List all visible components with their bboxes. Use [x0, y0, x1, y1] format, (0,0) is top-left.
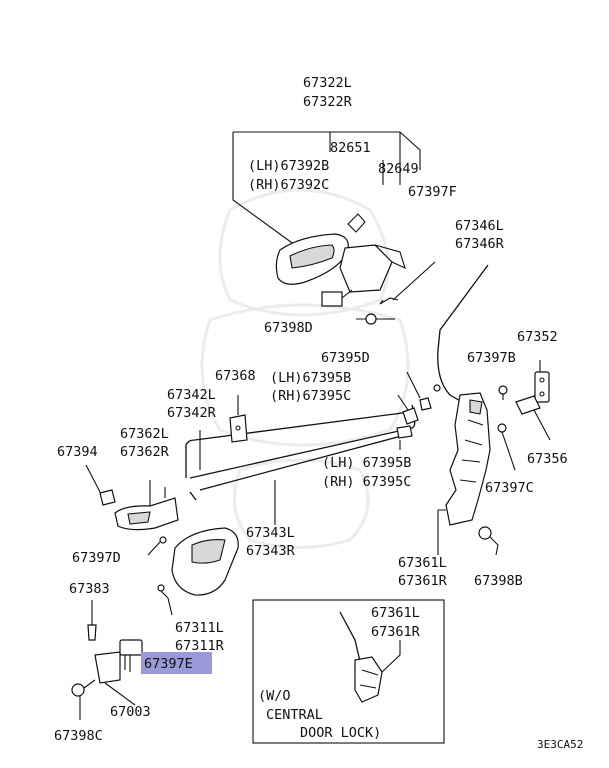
inset-without-central-lock — [252, 599, 445, 744]
label-67398d: 67398D — [264, 320, 313, 336]
label-67397b: 67397B — [467, 350, 516, 366]
label-67397e: 67397E — [144, 656, 193, 672]
label-67003: 67003 — [110, 704, 151, 720]
label-67361l: 67361L — [398, 555, 447, 571]
label-67361r: 67361R — [398, 573, 448, 589]
highlight-67397e — [141, 652, 212, 674]
label-67343r: 67343R — [246, 543, 296, 559]
label-67362l: 67362L — [120, 426, 169, 442]
label-67394: 67394 — [57, 444, 98, 460]
label-67343l: 67343L — [246, 525, 295, 541]
label-67311r: 67311R — [175, 638, 225, 654]
label-note-line3: DOOR LOCK) — [300, 725, 381, 741]
label-inset-67361r: 67361R — [371, 624, 421, 640]
label-67397f: 67397F — [408, 184, 457, 200]
label-inset-67361l: 67361L — [371, 605, 420, 621]
label-lh67395b: (LH)67395B — [270, 370, 351, 386]
label-rh67395c: (RH)67395C — [270, 388, 351, 404]
label-67368: 67368 — [215, 368, 256, 384]
label-67362r: 67362R — [120, 444, 170, 460]
label-67342r: 67342R — [167, 405, 217, 421]
door-lock-actuator — [437, 385, 516, 556]
inside-handle — [147, 527, 239, 616]
part-labels: 67322L 67322R 82651 (LH)67392B (RH)67392… — [54, 75, 583, 751]
label-82651: 82651 — [330, 140, 371, 156]
label-lh67395b-2: (LH) 67395B — [322, 455, 411, 471]
label-note-line1: (W/O — [258, 688, 291, 704]
label-82649: 82649 — [378, 161, 419, 177]
label-67398c: 67398C — [54, 728, 103, 744]
label-67356: 67356 — [527, 451, 568, 467]
label-67398b: 67398B — [474, 573, 523, 589]
outer-handle-group — [232, 131, 436, 325]
label-67395d: 67395D — [321, 350, 370, 366]
inner-handle-remote — [85, 395, 248, 531]
label-67383: 67383 — [69, 581, 110, 597]
diagram-code: 3E3CA52 — [537, 738, 583, 751]
label-67322l: 67322L — [303, 75, 352, 91]
label-rh67392c: (RH)67392C — [248, 177, 329, 193]
label-67352: 67352 — [517, 329, 558, 345]
label-lh67392b: (LH)67392B — [248, 158, 329, 174]
label-note-line2: CENTRAL — [266, 707, 323, 723]
watermark-logo — [200, 188, 410, 549]
label-67311l: 67311L — [175, 620, 224, 636]
rod-clips — [396, 371, 432, 450]
connector — [321, 291, 343, 307]
label-67397c: 67397C — [485, 480, 534, 496]
label-67322r: 67322R — [303, 94, 353, 110]
striker — [515, 360, 551, 441]
label-67346r: 67346R — [455, 236, 505, 252]
label-67342l: 67342L — [167, 387, 216, 403]
label-67346l: 67346L — [455, 218, 504, 234]
label-67397d: 67397D — [72, 550, 121, 566]
label-rh67395c-2: (RH) 67395C — [322, 474, 411, 490]
door-check — [71, 600, 143, 720]
